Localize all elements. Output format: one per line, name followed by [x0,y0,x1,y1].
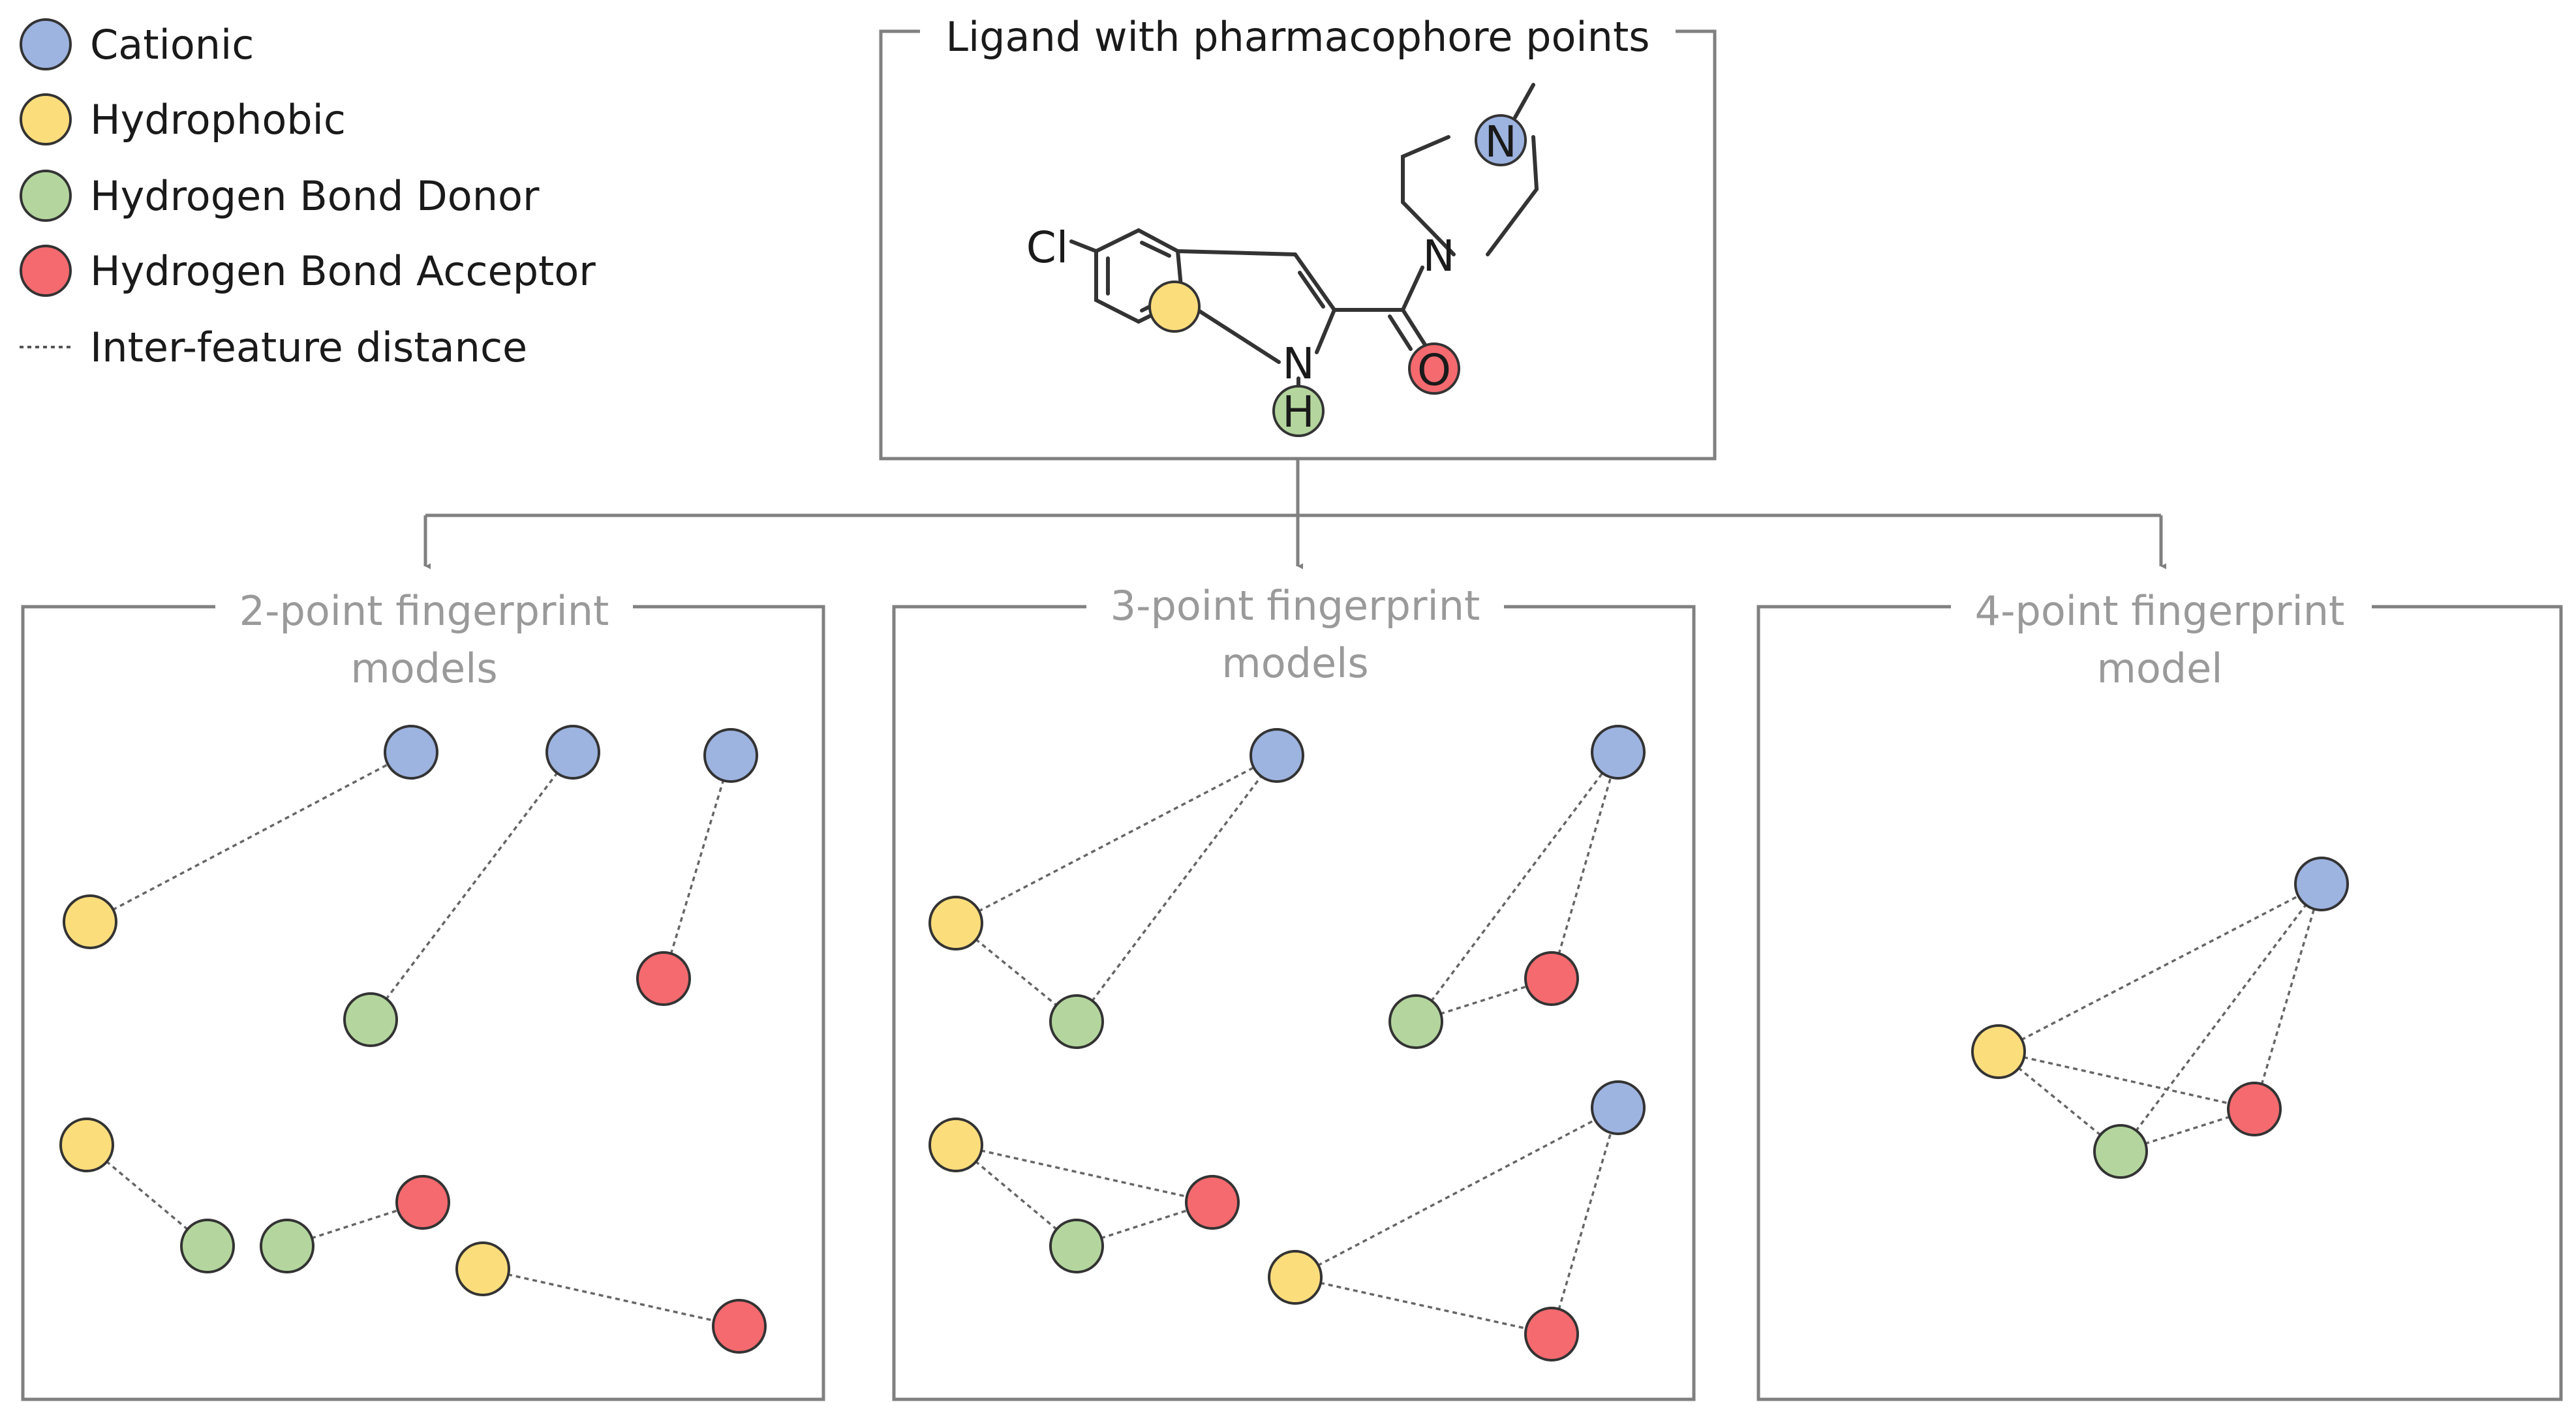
distance-line [1415,751,1619,1023]
legend-item-hydrophobic: Hydrophobic [20,93,346,145]
hydrophobic-node-icon [1971,1024,2026,1079]
legend-label: Inter-feature distance [90,324,527,371]
acceptor-node-icon [712,1299,767,1354]
legend-item-cationic: Cationic [20,18,254,70]
distance-line [1295,1106,1619,1279]
legend-label: Hydrophobic [90,96,346,144]
cationic-feature-icon [1475,114,1527,166]
panel-title-line2: models [1221,639,1368,687]
fingerprint-models [59,725,2349,1362]
hydrophobic-node-icon [59,1118,114,1172]
cationic-node-icon [2294,857,2349,911]
distance-line [2253,883,2323,1110]
donor-node-icon [343,992,398,1047]
methyl-bond [1513,83,1535,119]
distance-line [2120,1108,2255,1153]
distance-line [955,754,1278,924]
ligand-box: Ligand with pharmacophore points [879,13,1717,461]
panel-title-line1: 2-point fingerprint [239,587,609,635]
distance-line [1998,883,2322,1053]
acceptor-marker-icon [20,245,72,297]
acceptor-node-icon [1185,1175,1240,1230]
carbonyl-c-o-double-bond [1388,314,1413,351]
cationic-node-icon [703,728,758,783]
atom-label-n-amide: N [1422,231,1454,281]
connector-arrows [423,459,2167,570]
panel-4point: 4-point fingerprint model [1756,587,2563,1401]
cationic-node-icon [1250,728,1304,783]
donor-node-icon [1049,1219,1104,1273]
pyrrole-double-bond [1298,271,1325,309]
panel-title-line1: 4-point fingerprint [1975,587,2345,635]
distance-line [89,751,412,923]
legend-label: Hydrogen Bond Acceptor [90,247,596,295]
carbonyl-c-o-bond [1401,308,1428,348]
legend: Cationic Hydrophobic Hydrogen Bond Donor… [20,18,596,371]
cationic-node-icon [1591,725,1646,780]
benzene-inner-bond [1140,241,1171,258]
legend-item-acceptor: Hydrogen Bond Acceptor [20,245,596,297]
panel-title-line1: 3-point fingerprint [1111,582,1480,630]
panel-3point: 3-point fingerprint models [892,582,1696,1401]
acceptor-node-icon [1524,951,1579,1006]
pyrrole-bond [1293,252,1336,312]
atom-label-n-methyl: N [1484,117,1516,167]
panel-title-line2: models [350,645,497,692]
distance-line [1998,1050,2255,1110]
hydrophobic-node-icon [63,894,117,949]
hydrophobic-feature-icon [1148,281,1201,333]
panel-frame [892,605,1696,1401]
acceptor-node-icon [395,1175,450,1230]
panel-frame [1756,605,2563,1401]
piperazine-ring [1401,135,1539,256]
acceptor-node-icon [1524,1307,1579,1362]
pyrrole-bond [1315,308,1336,354]
legend-item-distance: Inter-feature distance [20,324,527,371]
distance-line [1550,752,1619,979]
pyrrole-bond [1176,249,1297,256]
hydrophobic-node-icon [928,1118,983,1172]
legend-label: Cationic [90,21,254,68]
atom-label-cl: Cl [1026,222,1068,273]
legend-item-donor: Hydrogen Bond Donor [20,170,540,222]
atom-label-h: H [1282,387,1315,437]
cationic-marker-icon [20,18,72,70]
distance-line [1295,1276,1552,1335]
chlorine-bond [1069,239,1098,253]
atom-label-o: O [1417,345,1451,395]
cationic-node-icon [545,725,600,780]
distance-line [369,751,574,1021]
acceptor-node-icon [2227,1082,2282,1136]
donor-feature-icon [1272,385,1325,437]
donor-node-icon [1049,994,1104,1049]
distance-line [662,755,732,979]
distance-line [482,1268,740,1328]
donor-node-icon [180,1219,235,1273]
hydrophobic-node-icon [928,896,983,951]
acceptor-node-icon [636,951,691,1006]
hydrophobic-marker-icon [20,93,72,145]
donor-node-icon [2093,1124,2148,1179]
cationic-node-icon [384,725,438,780]
donor-node-icon [260,1219,314,1273]
panel-frame [21,605,825,1401]
hydrophobic-node-icon [1268,1250,1323,1305]
cationic-node-icon [1591,1080,1646,1135]
distance-line [1550,1107,1619,1335]
donor-marker-icon [20,170,72,222]
hydrophobic-node-icon [455,1241,510,1296]
distance-line [1075,754,1278,1023]
ligand-title: Ligand with pharmacophore points [945,13,1649,61]
atom-label-n-indole: N [1282,339,1314,389]
legend-label: Hydrogen Bond Donor [90,172,540,220]
panel-title-line2: model [2096,645,2222,692]
acceptor-feature-icon [1408,342,1460,395]
distance-line [955,1144,1213,1204]
distance-line [1415,977,1552,1023]
carbonyl-c-n-bond [1401,266,1424,312]
panel-2point: 2-point fingerprint models [21,587,825,1401]
distance-line [2119,883,2323,1153]
donor-node-icon [1388,994,1443,1049]
